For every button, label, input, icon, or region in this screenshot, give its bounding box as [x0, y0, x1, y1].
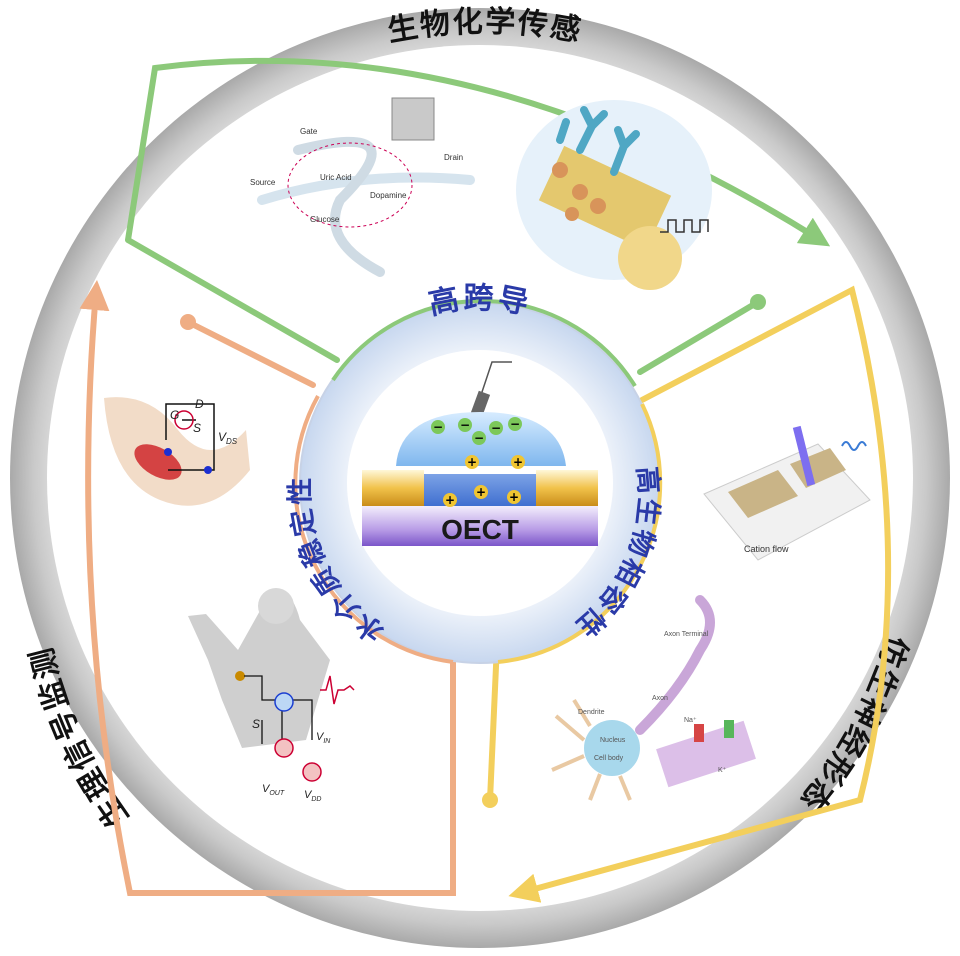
cation-sign: +	[476, 485, 486, 499]
chip-pad-right	[790, 448, 846, 488]
ion-channel-red	[694, 724, 704, 742]
fiber-label-drain: Drain	[444, 153, 463, 162]
heart-electrode	[235, 671, 245, 681]
human-torso-illustration: S VIN VOUT VDD	[188, 588, 355, 803]
label-s: S	[193, 421, 201, 435]
source-icon	[274, 738, 294, 758]
fiber-label-source: Source	[250, 178, 276, 187]
yellow-sector-path	[508, 285, 892, 903]
orange-sector-path	[79, 280, 456, 896]
neuron-label-axon: Axon	[652, 695, 668, 702]
ecg-trace-icon	[320, 675, 355, 705]
fiber-label-gate: Gate	[300, 127, 318, 136]
anions: − − − − −	[431, 417, 522, 445]
neuron-label-dendrite: Dendrite	[578, 709, 605, 716]
fiber-label-glucose: Glucose	[310, 215, 340, 224]
neuron-label-na: Na⁺	[684, 717, 697, 724]
device-label: OECT	[441, 514, 519, 545]
neuron-label-cell-body: Cell body	[594, 755, 624, 762]
label-g: G	[170, 408, 179, 422]
label-vout: VOUT	[262, 783, 285, 797]
gate-wire	[479, 361, 512, 399]
fiber-gate	[293, 136, 385, 277]
orange-link-path	[185, 319, 316, 388]
oect-device: OECT − − − − − + + + + +	[362, 361, 598, 546]
neuromorphic-chip-illustration: Cation flow	[703, 425, 871, 561]
anion-sign: −	[491, 421, 501, 435]
yellow-node	[482, 792, 498, 808]
head	[258, 588, 294, 624]
neuron-label-nucleus: Nucleus	[600, 737, 626, 744]
label-vdd: VDD	[304, 789, 321, 803]
cation-sign: +	[467, 455, 477, 469]
green-link-path	[637, 299, 761, 375]
dendrites	[551, 698, 632, 801]
anion-sign: −	[460, 418, 470, 432]
cation-flow-label: Cation flow	[744, 544, 789, 554]
arm-outline	[104, 397, 250, 506]
label-d: D	[195, 397, 204, 411]
neuron-illustration: Dendrite Nucleus Cell body Axon Axon Ter…	[551, 595, 756, 801]
source-icon	[302, 762, 322, 782]
neuron-cell-body	[584, 720, 640, 776]
chip-pad-left	[728, 470, 798, 518]
biochem-fiber-illustration: Source Gate Drain Uric Acid Dopamine Glu…	[250, 97, 475, 277]
light-wave-icon	[841, 441, 867, 451]
anion-sign: −	[474, 431, 484, 445]
green-node	[750, 294, 766, 310]
cation-sign: +	[509, 490, 519, 504]
neuron-label-axon-terminal: Axon Terminal	[664, 631, 709, 638]
electrode-dot	[204, 466, 212, 474]
neuron-label-k: K⁺	[718, 767, 727, 774]
label-s-body: S	[252, 717, 260, 731]
source-electrode	[362, 470, 424, 506]
voltmeter-icon	[274, 692, 294, 712]
torso-silhouette	[188, 593, 330, 748]
pulse-signal-icon	[660, 219, 709, 233]
biosensor-pad	[618, 226, 682, 290]
antibody-icon	[610, 126, 640, 176]
fiber-label-uric-acid: Uric Acid	[320, 173, 352, 182]
biosensor-illustration	[516, 100, 712, 290]
inner-label-top: 高跨导	[426, 281, 534, 322]
biosensor-chip	[538, 145, 672, 251]
label-vin: VIN	[316, 731, 331, 745]
anion-sign: −	[510, 417, 520, 431]
ion-channel-green	[724, 720, 734, 738]
cation-sign: +	[513, 455, 523, 469]
sensing-region	[287, 142, 413, 228]
anion-sign: −	[433, 420, 443, 434]
inner-rim-green	[331, 298, 637, 388]
cations: + + + + +	[443, 455, 525, 507]
fiber-label-dopamine: Dopamine	[370, 191, 407, 200]
label-vds: VDS	[218, 430, 238, 446]
electrode-dot	[164, 448, 172, 456]
arm-muscle-illustration: G D S VDS	[104, 397, 250, 506]
cation-sign: +	[445, 493, 455, 507]
inner-rim-orange	[293, 395, 454, 664]
antibody-icon	[556, 118, 570, 144]
inner-rim-yellow	[497, 403, 663, 664]
axon	[635, 595, 715, 735]
substrate	[362, 506, 598, 546]
graphene-sheet	[391, 97, 435, 141]
green-sector-path	[125, 57, 820, 363]
light-beam	[792, 425, 816, 487]
antibody-icon	[576, 106, 608, 154]
orange-node	[180, 314, 196, 330]
transistor-symbol	[174, 410, 194, 430]
drain-electrode	[536, 470, 598, 506]
